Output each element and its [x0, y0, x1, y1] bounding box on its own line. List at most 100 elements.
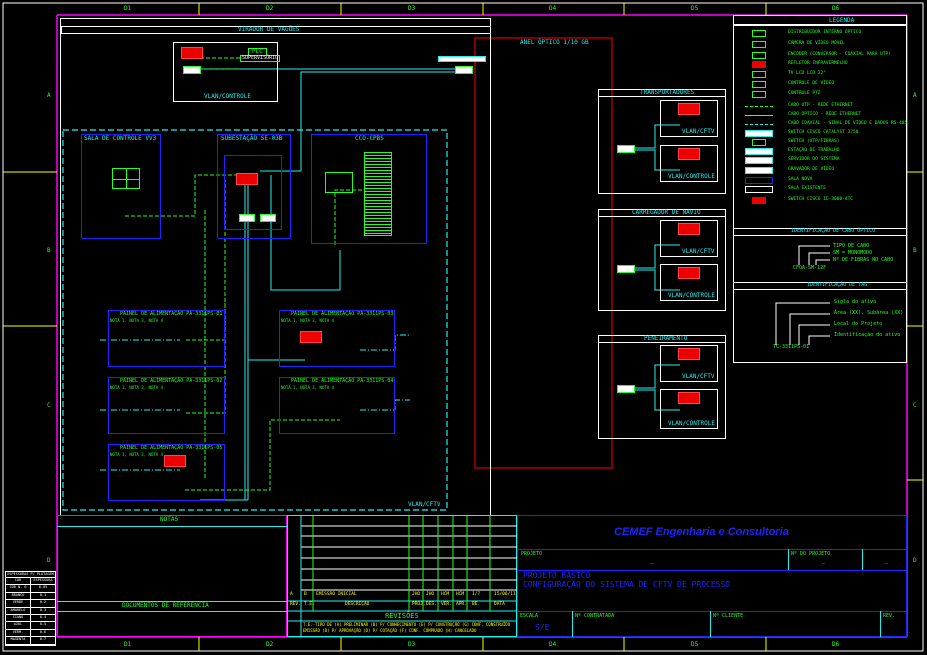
vlan-label: VLAN/CONTROLE	[668, 292, 715, 299]
cable-id-title: IDENTIFICAÇÃO DE CABO ÓPTICO	[791, 228, 876, 234]
tag-id-label: Identificação do ativo	[834, 332, 901, 338]
anel-optico-label: ANEL ÓPTICO 1/10 GB	[520, 39, 589, 46]
rev-label: REV.	[883, 613, 896, 619]
area-title-bar	[598, 89, 726, 97]
cable-id-header	[733, 228, 907, 236]
revision-cell: B	[304, 592, 307, 597]
revision-cell: EMISSÃO INICIAL	[316, 592, 357, 597]
table-cell: 0.5	[39, 622, 47, 627]
panel-title: PAINEL DE ALIMENTAÇÃO PA-3311PS-03	[291, 311, 394, 317]
revisions-legend: EMISSÃO (B) P/ APROVAÇÃO (D) P/ COTAÇÃO …	[303, 628, 477, 633]
table-cell: COR N. 8	[6, 585, 31, 592]
ruler-row-d: D	[47, 557, 51, 564]
table-cell: MAGENTA	[6, 637, 31, 644]
table-cell: CIANO	[6, 614, 31, 622]
numero-projeto-label: Nº DO PROJETO	[791, 551, 831, 557]
revision-header: VER.	[441, 602, 452, 607]
ie-switch-icon	[752, 197, 766, 204]
panel-title: PAINEL DE ALIMENTAÇÃO PA-3311PS-02	[120, 378, 223, 384]
room-title: SALA DE CONTROLE VV3	[84, 135, 157, 142]
revision-header: DES.	[426, 602, 437, 607]
ruler-row-a-right: A	[913, 92, 917, 99]
legend-item-label: CONTROLE PTZ	[788, 91, 821, 96]
vlan-box	[660, 100, 718, 137]
legend-item-label: SWITCH CISCO IE-3000-4TC	[788, 197, 854, 202]
ptz-camera-icon	[678, 348, 700, 360]
ruler-col-d1-bottom: D1	[124, 641, 132, 648]
tv-lcd-icon	[112, 168, 140, 189]
table-cell: BRANCO	[6, 592, 31, 600]
revision-header: DATA	[494, 602, 505, 607]
table-cell: 0.6	[39, 629, 47, 634]
server-rack-icon	[364, 152, 392, 236]
revision-cell: JHO	[426, 592, 435, 597]
legend-item-label: CONTROLE DE VÍDEO	[788, 81, 835, 86]
ptz-camera-icon	[164, 455, 186, 467]
revision-header: BE.	[472, 602, 481, 607]
notes-title: NOTAS	[160, 516, 179, 523]
revision-header: T.E.	[304, 602, 315, 607]
table-cell: 0.3	[39, 607, 47, 612]
table-cell: 0.2	[39, 600, 47, 605]
workstation-icon	[745, 148, 773, 155]
revision-cell: A	[290, 592, 293, 597]
revision-cell: JHO	[412, 592, 421, 597]
vlan-controle-label: VLAN/CONTROLE	[204, 93, 251, 100]
vlan-box	[660, 145, 718, 182]
switch-icon	[260, 214, 276, 222]
mobile-camera-icon	[752, 41, 766, 48]
switch-icon	[617, 265, 635, 273]
cable-id-code: CFOA-SM-12F	[793, 265, 827, 271]
ruler-col-d1: D1	[124, 5, 132, 12]
revision-cell: HCM	[441, 592, 450, 597]
legend-item-label: SALA EXISTENTE	[788, 186, 826, 191]
cable-id-label: SM = MONOMODO	[833, 250, 873, 256]
coaxial-cable-icon	[745, 124, 773, 125]
notes-panel	[57, 515, 287, 637]
legend-item-label: SALA NOVA	[788, 177, 813, 182]
revision-cell: 15/06/11	[494, 592, 516, 597]
vlan-label: VLAN/CFTV	[682, 373, 715, 380]
panel-box	[108, 310, 225, 367]
room-cco-cpbs	[311, 134, 427, 244]
ptz-control-icon	[752, 91, 766, 98]
ptz-camera-icon	[678, 103, 700, 115]
cliente-label: Nº CLIENTE	[713, 613, 744, 619]
revision-cell: HCM	[456, 592, 465, 597]
legend-item-label: SWITCH CISCO CATALYST 3750	[788, 130, 859, 135]
switch-icon	[752, 139, 766, 146]
ruler-col-d6-bottom: D6	[832, 641, 840, 648]
table-cell: VERM.	[6, 629, 31, 637]
ruler-row-c: C	[47, 402, 51, 409]
cable-id-label: TIPO DE CABO	[833, 243, 870, 249]
projeto-value: –	[650, 560, 654, 567]
ptz-camera-icon	[181, 47, 203, 59]
tag-id-code: TC-3311PS-01	[773, 344, 810, 350]
ruler-row-d-right: D	[913, 557, 917, 564]
ruler-col-d2: D2	[266, 5, 274, 12]
legend-item-label: CÂMERA DE VÍDEO MÓVEL	[788, 41, 845, 46]
panel-box	[279, 377, 395, 434]
switch-icon	[455, 66, 473, 74]
panel-title: PAINEL DE ALIMENTAÇÃO PA-3311PS-05	[120, 445, 223, 451]
table-cell: 0.7	[39, 637, 47, 642]
refs-title: DOCUMENTOS DE REFERÊNCIA	[122, 602, 209, 609]
revision-header: REV.	[290, 602, 301, 607]
tag-id-header	[733, 282, 907, 290]
panel-box	[108, 444, 225, 501]
contratada-label: Nº CONTRATADA	[575, 613, 615, 619]
supervisorio-label: SUPERVISÓRIO	[240, 55, 281, 62]
tag-id-label: Área (XX), Subárea (XX)	[834, 310, 904, 316]
tv-lcd-icon	[752, 71, 766, 78]
cable-id-label: Nº DE FIBRAS NO CABO	[833, 257, 894, 263]
cisco-switch-icon	[745, 130, 773, 137]
vlan-label: VLAN/CFTV	[682, 248, 715, 255]
divider	[710, 611, 711, 637]
divider	[572, 611, 573, 637]
